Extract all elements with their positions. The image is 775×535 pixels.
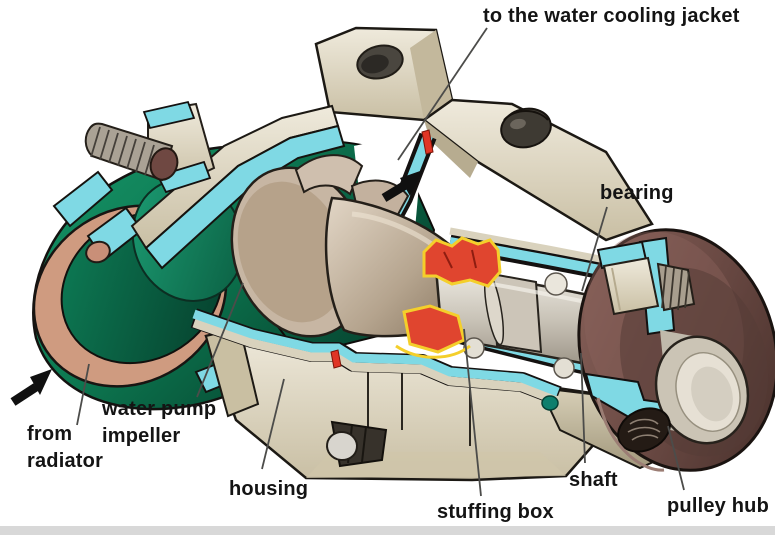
leader-pulley-hub	[667, 425, 685, 491]
gasket-mark-top	[421, 129, 434, 155]
gasket-mark-bottom	[330, 349, 342, 369]
flow-arrow-inlet	[10, 369, 52, 406]
label-impeller-line1: water pump	[102, 398, 217, 420]
label-water-pump-impeller: water pump impeller	[102, 396, 216, 450]
hub-threaded-hole	[617, 407, 671, 453]
label-stuffing-box: stuffing box	[437, 501, 554, 523]
label-from-radiator: from radiator	[27, 421, 103, 475]
label-pulley-hub: pulley hub	[667, 495, 769, 517]
housing-shape	[130, 26, 690, 482]
flow-arrow-outlet	[381, 170, 423, 202]
label-bearing: bearing	[600, 182, 674, 204]
leader-from-radiator	[76, 363, 90, 426]
leader-bearing	[581, 206, 608, 292]
leader-cooling-jacket	[397, 27, 488, 161]
leader-impeller	[196, 282, 244, 398]
leader-lines	[76, 27, 685, 497]
stud-bolt	[84, 100, 216, 194]
flow-arrows	[10, 170, 423, 406]
leader-shaft	[580, 352, 586, 464]
flange-bolt	[85, 240, 111, 264]
label-cooling-jacket: to the water cooling jacket	[483, 5, 740, 27]
impeller-shape	[230, 154, 460, 338]
leader-stuffing-box	[463, 328, 482, 497]
seal-dot	[541, 395, 559, 411]
label-shaft: shaft	[569, 469, 618, 491]
stuffing-box-seal	[395, 236, 502, 359]
label-from-radiator-line1: from	[27, 423, 73, 445]
hex-bolt	[500, 107, 552, 149]
retaining-nut	[602, 256, 696, 316]
label-from-radiator-line2: radiator	[27, 450, 104, 472]
bottom-edge-strip	[0, 526, 775, 535]
leader-housing	[261, 378, 285, 470]
label-impeller-line2: impeller	[102, 425, 181, 447]
label-housing: housing	[229, 478, 309, 500]
